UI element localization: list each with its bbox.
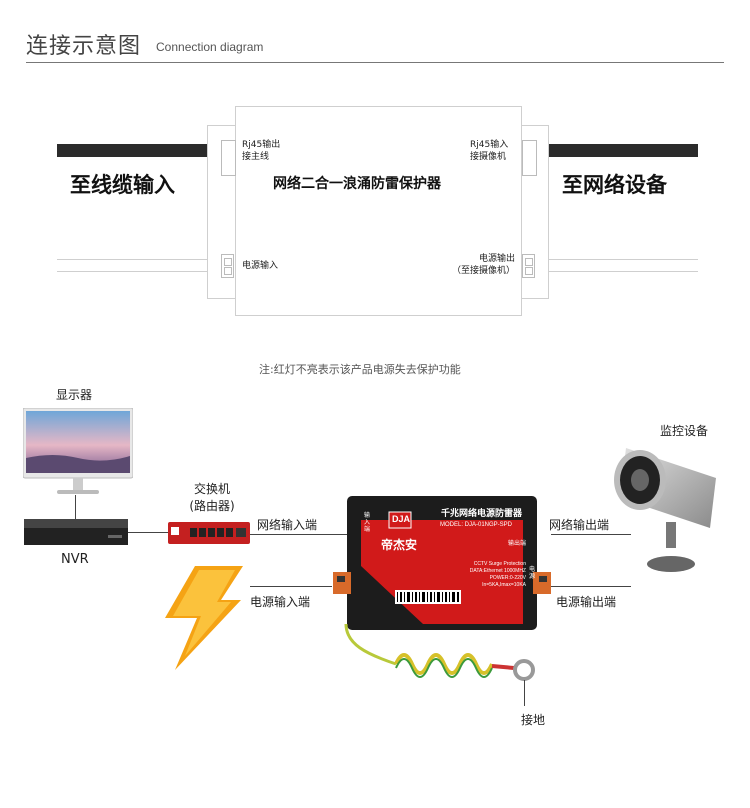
left-power-wire-1 bbox=[57, 259, 207, 260]
switch-label: 交换机 (路由器) bbox=[186, 480, 238, 514]
ground-wire-line bbox=[524, 680, 525, 706]
power-output-label: 电源输出 （至接摄像机） bbox=[449, 253, 515, 277]
rj45-port-left bbox=[221, 140, 236, 176]
lightning-icon bbox=[165, 566, 243, 670]
nvr-label: NVR bbox=[61, 552, 89, 567]
switch-label-line2: (路由器) bbox=[189, 499, 235, 513]
right-power-wire-2 bbox=[547, 271, 698, 272]
power-output-end-label: 电源输出端 bbox=[556, 595, 617, 609]
left-power-wire-2 bbox=[57, 271, 207, 272]
rj45-output-label: Rj45输出 接主线 bbox=[242, 139, 280, 163]
rj45-input-line1: Rj45输入 bbox=[470, 140, 509, 150]
power-in-wire bbox=[250, 586, 332, 587]
right-cable bbox=[547, 144, 698, 157]
to-cable-input-label: 至线缆输入 bbox=[70, 173, 175, 197]
monitor-icon bbox=[22, 407, 134, 494]
monitor-label: 显示器 bbox=[56, 388, 93, 402]
rj45-input-line2: 接摄像机 bbox=[470, 152, 507, 162]
product-logo: DJA bbox=[392, 514, 411, 524]
product-output-side: 输出端 bbox=[508, 540, 527, 547]
power-output-line1: 电源输出 bbox=[478, 254, 515, 264]
device-name: 网络二合一浪涌防雷保护器 bbox=[273, 176, 441, 192]
switch-icon bbox=[168, 522, 250, 544]
spec-line-2: DATA:Ethernet 1000MHZ bbox=[469, 568, 526, 574]
spec-line-4: In=5KA,Imax=10KA bbox=[482, 582, 526, 588]
device-outline-inner bbox=[235, 106, 522, 316]
ground-wire-icon bbox=[336, 623, 546, 714]
right-power-wire-1 bbox=[547, 259, 698, 260]
device-camera-wire bbox=[551, 534, 631, 535]
switch-device-wire bbox=[250, 534, 354, 535]
title-divider bbox=[26, 62, 724, 63]
note-text: 注:红灯不亮表示该产品电源失去保护功能 bbox=[259, 363, 461, 376]
monitor-nvr-wire bbox=[75, 495, 76, 519]
ground-label: 接地 bbox=[521, 713, 546, 727]
switch-label-line1: 交换机 bbox=[193, 482, 230, 496]
nvr-switch-wire bbox=[128, 532, 168, 533]
product-input-side: 输入端 bbox=[364, 512, 371, 533]
rj45-input-label: Rj45输入 接摄像机 bbox=[470, 139, 508, 163]
rj45-output-line1: Rj45输出 bbox=[242, 140, 281, 150]
power-port-right bbox=[522, 254, 535, 278]
camera-icon bbox=[606, 438, 724, 578]
power-port-left bbox=[221, 254, 234, 278]
surge-protector-device bbox=[333, 496, 551, 630]
product-brand: 帝杰安 bbox=[381, 538, 418, 552]
power-input-end-label: 电源输入端 bbox=[250, 595, 311, 609]
spec-line-1: CCTV Surge Protection bbox=[473, 561, 526, 567]
rj45-output-line2: 接主线 bbox=[242, 152, 270, 162]
product-power-side: 电源 bbox=[529, 566, 536, 580]
rj45-port-right bbox=[522, 140, 537, 176]
left-cable bbox=[57, 144, 207, 157]
spec-line-3: POWER:0-220V bbox=[489, 575, 526, 581]
power-output-line2: （至接摄像机） bbox=[451, 266, 515, 276]
product-model: MODEL: DJA-01NGP-SPD bbox=[440, 522, 513, 528]
nvr-icon bbox=[24, 519, 128, 545]
to-network-device-label: 至网络设备 bbox=[562, 173, 667, 197]
product-specs: CCTV Surge Protection DATA:Ethernet 1000… bbox=[446, 561, 526, 589]
power-out-wire bbox=[551, 586, 631, 587]
page-subtitle: Connection diagram bbox=[156, 40, 264, 54]
power-input-label: 电源输入 bbox=[242, 261, 279, 271]
camera-label: 监控设备 bbox=[660, 424, 709, 438]
network-output-label: 网络输出端 bbox=[549, 518, 610, 532]
network-input-label: 网络输入端 bbox=[257, 518, 318, 532]
product-name: 千兆网络电源防雷器 bbox=[441, 509, 523, 519]
page-title: 连接示意图 bbox=[26, 34, 142, 59]
